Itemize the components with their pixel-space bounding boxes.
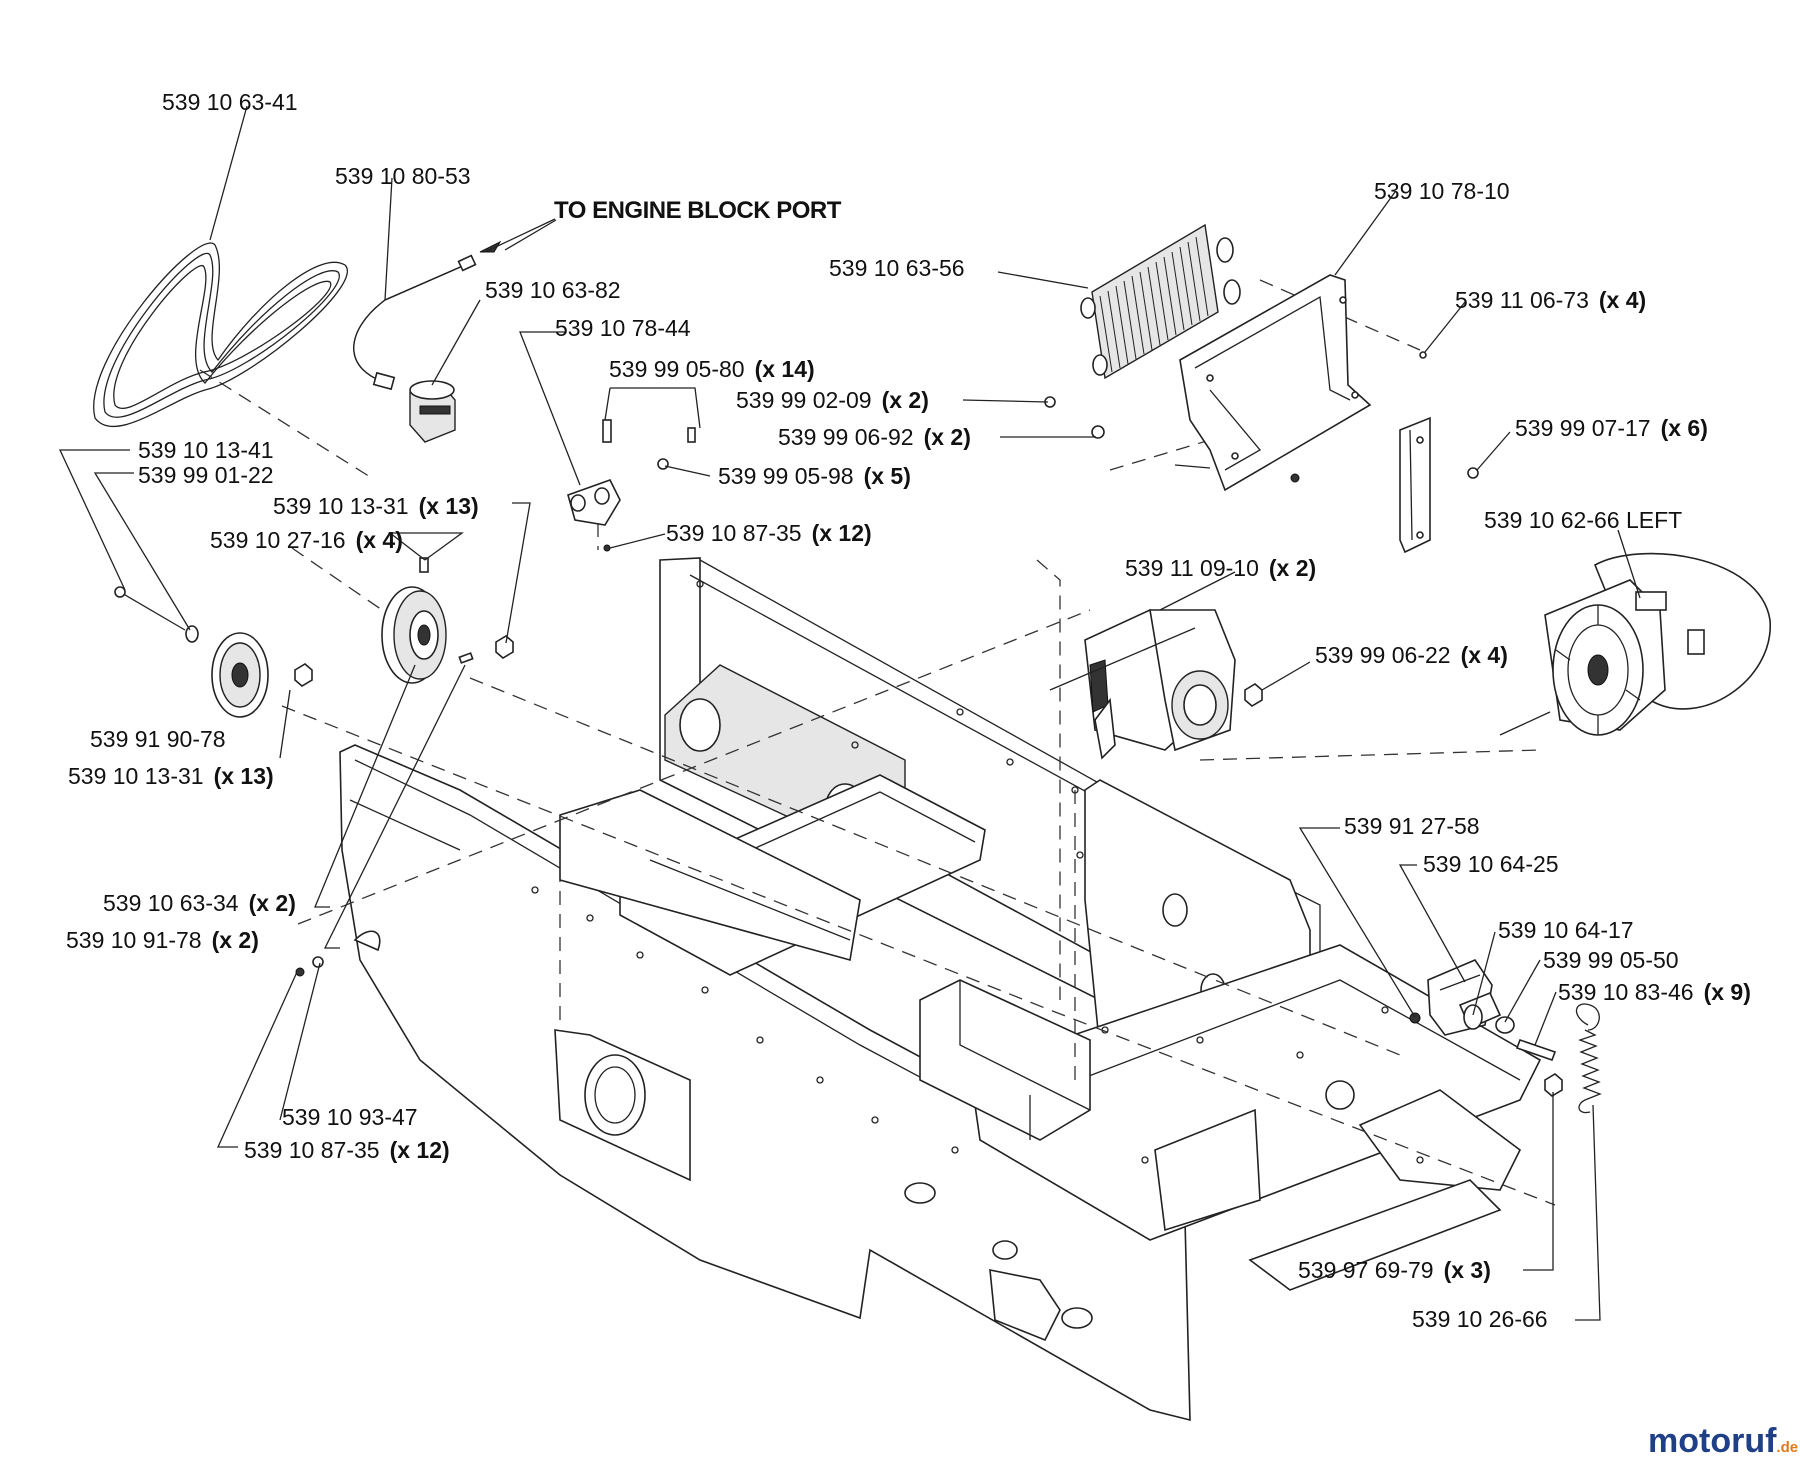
part-label: 539 91 27-58 (1344, 813, 1480, 839)
part-label: 539 97 69-79(x 3) (1298, 1257, 1491, 1283)
part-label: 539 10 87-35(x 12) (244, 1137, 450, 1163)
part-label: 539 99 01-22 (138, 462, 274, 488)
part-label: 539 10 87-35(x 12) (666, 520, 872, 546)
filter-bracket (567, 419, 696, 552)
part-label: 539 99 05-98(x 5) (718, 463, 911, 489)
part-label: 539 99 06-92(x 2) (778, 424, 971, 450)
part-label: 539 10 83-46(x 9) (1558, 979, 1751, 1005)
brake-linkage (1409, 959, 1563, 1097)
svg-text:motoruf.de: motoruf.de (1648, 1422, 1798, 1460)
oil-cooler (1080, 223, 1241, 380)
engine-port-note: TO ENGINE BLOCK PORT (504, 197, 842, 251)
motoruf-watermark: motoruf.de (1648, 1422, 1798, 1460)
part-labels: 539 10 63-41 539 10 80-53 539 10 63-82 5… (66, 89, 1751, 1332)
drive-pulley (381, 557, 514, 684)
part-label: 539 91 90-78 (90, 726, 226, 752)
wheel-motor (1544, 552, 1771, 736)
part-label: 539 10 26-66 (1412, 1306, 1548, 1332)
leader-lines (58, 105, 1641, 1321)
part-label: 539 10 91-78(x 2) (66, 927, 259, 953)
chassis-frame (339, 557, 1542, 1422)
part-label: 539 11 09-10(x 2) (1125, 555, 1316, 581)
idler-pulley (114, 586, 313, 718)
part-label: 539 10 78-10 (1374, 178, 1510, 204)
watermark-tld: .de (1776, 1439, 1798, 1456)
part-label: 539 10 63-34(x 2) (103, 890, 296, 916)
oil-filter (409, 380, 456, 443)
part-label: 539 11 06-73(x 4) (1455, 287, 1646, 313)
watermark-brand: motoruf (1648, 1422, 1777, 1460)
part-label: 539 10 80-53 (335, 163, 471, 189)
hose-assembly (353, 240, 502, 391)
part-label: 539 10 13-41 (138, 437, 274, 463)
frame-holes (531, 580, 1424, 1164)
small-hardware (295, 473, 1300, 977)
part-label: 539 99 02-09(x 2) (736, 387, 929, 413)
part-label: 539 10 62-66 LEFT (1484, 507, 1682, 533)
part-label: 539 99 05-80(x 14) (609, 356, 815, 382)
hydraulic-pump (1084, 609, 1263, 760)
drive-belt (93, 242, 348, 428)
part-label: 539 10 63-41 (162, 89, 298, 115)
part-label: 539 99 06-22(x 4) (1315, 642, 1508, 668)
engine-port-note-text: TO ENGINE BLOCK PORT (554, 197, 842, 224)
part-label: 539 10 93-47 (282, 1104, 418, 1130)
part-label: 539 10 63-56 (829, 255, 965, 281)
part-label: 539 10 64-25 (1423, 851, 1559, 877)
part-label: 539 10 13-31(x 13) (273, 493, 479, 519)
spring (1575, 1003, 1602, 1114)
part-label: 539 10 27-16(x 4) (210, 527, 403, 553)
part-label: 539 10 13-31(x 13) (68, 763, 274, 789)
part-label: 539 10 63-82 (485, 277, 621, 303)
part-label: 539 10 64-17 (1498, 917, 1634, 943)
part-label: 539 10 78-44 (555, 315, 691, 341)
part-label: 539 99 05-50 (1543, 947, 1679, 973)
part-label: 539 99 07-17(x 6) (1515, 415, 1708, 441)
cooler-bracket (1044, 274, 1479, 554)
